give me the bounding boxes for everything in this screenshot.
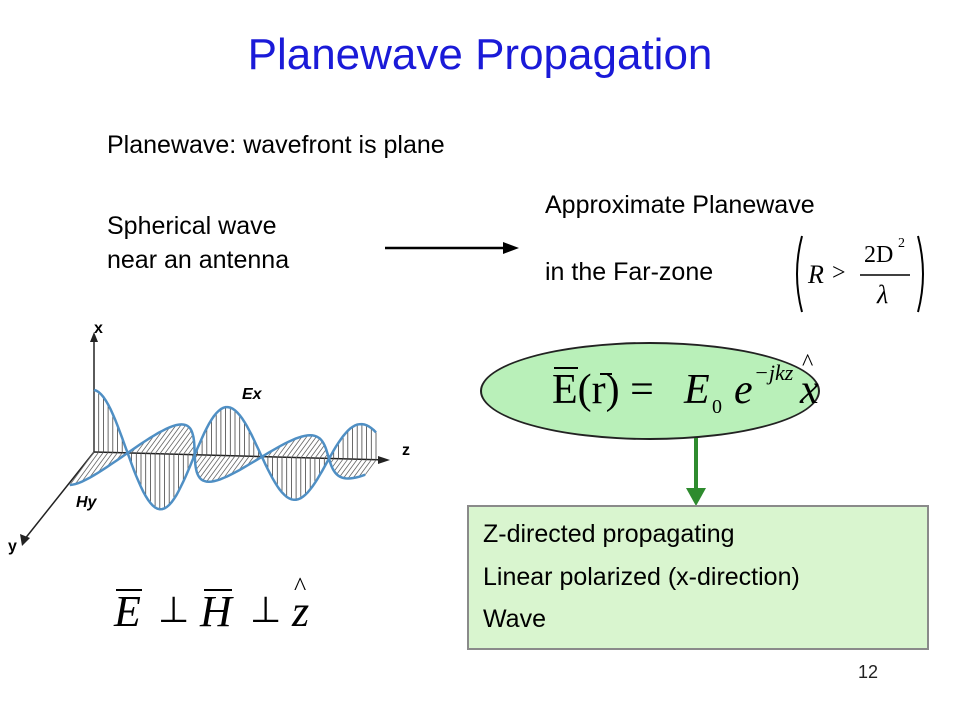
h-field-hatch (81, 452, 104, 482)
spherical-wave-line2: near an antenna (107, 246, 290, 274)
h-field-hatch (281, 438, 297, 458)
h-field-hatch (358, 459, 372, 477)
h-field-hatch (202, 455, 222, 481)
h-field-hatch (333, 458, 344, 472)
h-field-hatch (154, 424, 177, 454)
axis-x-label: x (94, 320, 103, 337)
h-field-hatch (295, 435, 313, 458)
wave-diagram: x y z Ex Hy (8, 318, 428, 568)
field-equation-ellipse (480, 342, 820, 440)
h-field-hatch (343, 459, 358, 479)
h-field-hatch (69, 451, 95, 486)
result-line2: Linear polarized (x-direction) (483, 563, 800, 591)
e-vector: E (114, 587, 141, 636)
unit-vector-hat: ^ (802, 350, 814, 376)
h-field-hatch (319, 449, 327, 459)
h-field-hatch (89, 452, 109, 479)
h-field-hatch (211, 455, 231, 482)
equation-amplitude: E (684, 367, 710, 413)
h-vector: H (200, 587, 232, 636)
down-arrow-icon (686, 438, 706, 506)
h-field-hatch (140, 435, 155, 454)
h-field-hatch (347, 459, 363, 479)
h-field-hatch (145, 430, 163, 454)
h-field-hatch (331, 458, 339, 468)
slide-title: Planewave Propagation (247, 30, 713, 79)
perpendicular-relation: E ⊥ H ⊥ z ^ (108, 572, 348, 640)
perp-symbol-2: ⊥ (250, 590, 282, 631)
axis-y-line (23, 451, 95, 541)
result-line3: Wave (483, 605, 546, 633)
condition-exponent: 2 (898, 236, 905, 251)
h-field-hatch (300, 436, 317, 459)
h-field-hatch (291, 435, 309, 458)
hat-accent: ^ (294, 572, 307, 601)
equation-amplitude-sub: 0 (712, 396, 722, 418)
h-field-label: Hy (76, 494, 97, 511)
axis-y-label: y (8, 538, 17, 555)
h-field-hatch (168, 426, 190, 455)
result-line1: Z-directed propagating (483, 520, 735, 548)
transition-arrow-icon (385, 242, 519, 254)
approx-planewave-line1: Approximate Planewave (545, 191, 815, 219)
h-field-hatch (364, 459, 377, 475)
condition-parentheses (796, 235, 924, 313)
perp-symbol-1: ⊥ (158, 590, 190, 631)
axis-z-arrowhead (378, 456, 390, 464)
equation-overlines (554, 367, 612, 375)
result-box (467, 505, 929, 650)
wave-drawing (20, 332, 390, 546)
z-hat: z (292, 587, 310, 636)
h-field-hatch (286, 436, 303, 458)
h-field-hatch (352, 459, 367, 479)
h-field-hatch (216, 455, 236, 481)
h-field-hatch (314, 444, 325, 459)
h-field-hatch (195, 454, 208, 470)
equation-exponent: −jkz (754, 360, 794, 385)
axis-z-label: z (402, 442, 410, 459)
h-field-hatch (178, 434, 194, 455)
h-field-hatch (206, 455, 226, 482)
e-field-wave (93, 388, 377, 511)
h-field-hatch (150, 427, 171, 454)
condition-gt: > (832, 260, 846, 286)
page-number: 12 (858, 662, 879, 682)
condition-r: R (808, 260, 824, 289)
h-field-hatch (309, 441, 323, 459)
overline-bars (116, 589, 232, 591)
h-field-hatch (197, 455, 212, 475)
h-field-hatch (230, 456, 245, 475)
h-field-hatch (336, 458, 349, 475)
h-field-hatch (74, 451, 100, 485)
field-equation: E(r) = E 0 e −jkz x ^ (548, 350, 828, 430)
h-field-hatch (164, 424, 187, 455)
h-field-hatch (182, 439, 195, 455)
h-field-hatch (199, 455, 217, 479)
equation-exp-base: e (734, 367, 753, 413)
planewave-definition: Planewave: wavefront is plane (107, 131, 445, 159)
h-field-hatch (173, 430, 192, 455)
h-field-hatch (159, 424, 182, 455)
equation-unit-vector: x (800, 367, 819, 413)
axis-y-arrowhead (20, 534, 30, 546)
condition-denominator: λ (877, 280, 889, 309)
h-field-hatch (223, 455, 241, 479)
e-field-label: Ex (242, 386, 262, 403)
h-field-hatch (339, 459, 353, 477)
h-field-hatch (305, 438, 321, 459)
condition-numerator: 2D (864, 242, 894, 268)
approx-planewave-line2: in the Far-zone (545, 258, 714, 286)
h-field-hatch (276, 441, 289, 458)
farzone-condition: R > 2D 2 λ (790, 232, 930, 316)
axis-x-arrowhead (90, 332, 98, 342)
spherical-wave-line1: Spherical wave (107, 212, 277, 240)
equation-lhs: E(r) = (552, 367, 654, 413)
h-field-hatch (97, 452, 114, 474)
